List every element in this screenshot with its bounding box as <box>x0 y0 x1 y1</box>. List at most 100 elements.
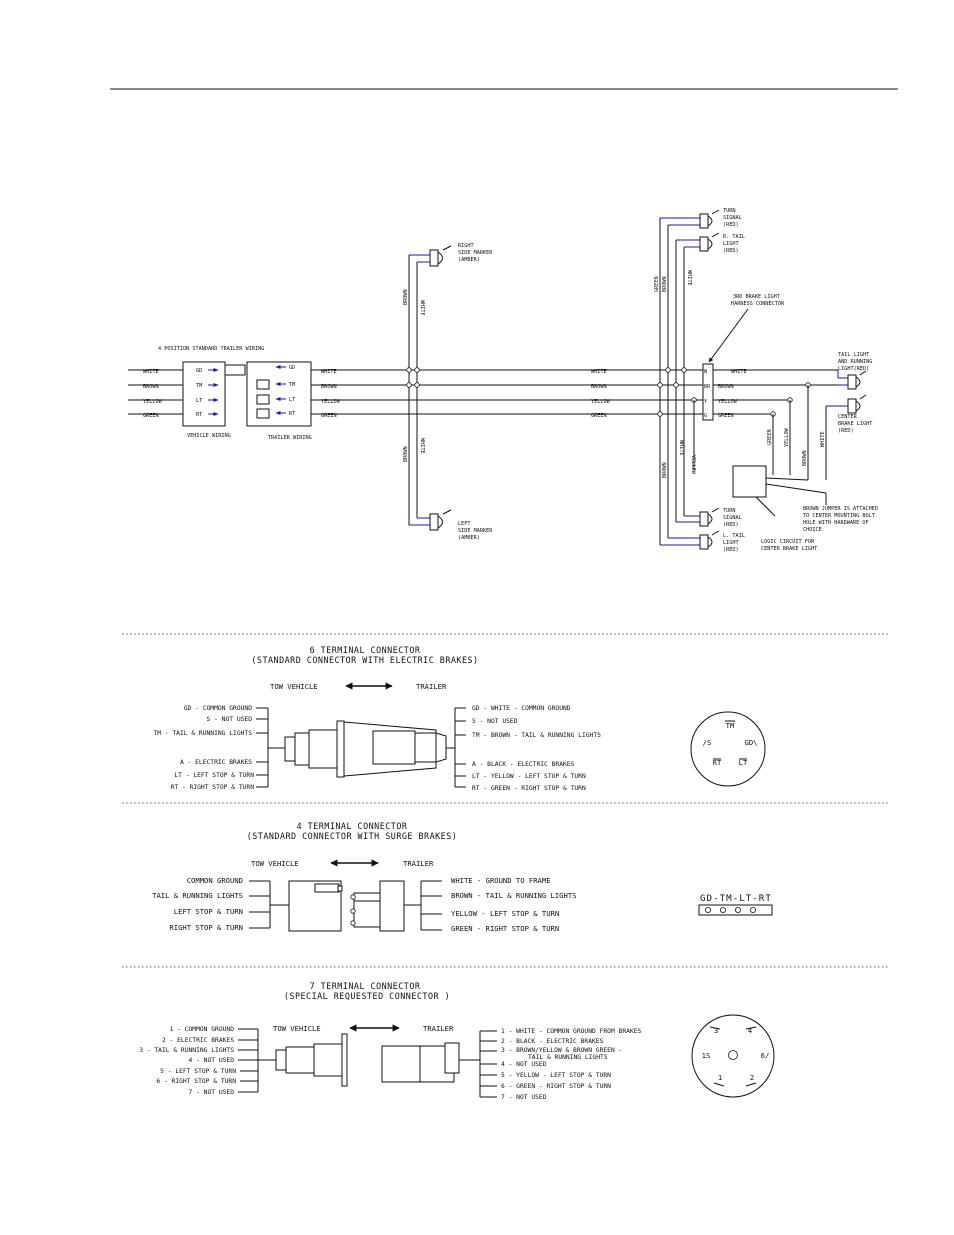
pin-label: 2 - ELECTRIC BRAKES <box>162 1037 234 1044</box>
tow-vehicle-label: TOW VEHICLE <box>270 682 318 691</box>
pin-label: S - NOT USED <box>207 716 253 723</box>
main-harness: WHITE BROWN YELLOW GREEN WHITE BROWN YEL… <box>311 369 703 419</box>
pin-label: BROWN - TAIL & RUNNING LIGHTS <box>451 891 577 900</box>
trailer-pin-label: GD <box>289 365 295 371</box>
pin-label: 6 - GREEN - RIGHT STOP & TURN <box>501 1083 611 1090</box>
harness-pin-label: Y <box>704 399 708 405</box>
lamp-label: LIGHT(RED) <box>838 366 869 372</box>
pin-label: 4 - NOT USED <box>189 1057 235 1064</box>
pin-label: LT - YELLOW - LEFT STOP & TURN <box>472 773 586 780</box>
four-pin-face: GD-TM-LT-RT <box>698 893 773 916</box>
lamp-label: (RED) <box>838 428 854 434</box>
face-pin: 6/ <box>761 1051 770 1060</box>
face-pin: TM <box>726 721 735 730</box>
face-pin: 1S <box>702 1051 711 1060</box>
branch-wire-label: BROWN <box>403 446 409 462</box>
harness-wire-label: GREEN <box>591 413 607 419</box>
pin-label: GD - WHITE - COMMON GROUND <box>472 705 571 712</box>
harness-out-label: YELLOW <box>718 399 738 405</box>
logic-circuit-box <box>732 465 767 498</box>
vehicle-pin-label: TM <box>196 383 202 389</box>
pin-label: S - NOT USED <box>472 718 518 725</box>
lamp-icon <box>699 232 720 252</box>
branch-wire-label: WHITE <box>419 300 425 316</box>
third-brake-harness: W BR Y G 3RD BRAKE LIGHT HARNESS CONNECT… <box>702 294 878 552</box>
lamp-label: (RED) <box>723 547 739 553</box>
pin-label: 7 - NOT USED <box>501 1094 547 1101</box>
vehicle-connector: GD TM LT RT VEHICLE WIRING <box>182 361 246 439</box>
four-terminal-section: 4 TERMINAL CONNECTOR (STANDARD CONNECTOR… <box>152 821 773 933</box>
branch-wire-label: WHITE <box>678 440 684 456</box>
lamp-icon <box>699 507 720 527</box>
trailer-wiring-schematic: 4 POSITION STANDARD TRAILER WIRING WHITE… <box>128 208 878 553</box>
harness-wire-label: YELLOW <box>591 399 611 405</box>
branch-wire-label: WHITE <box>419 438 425 454</box>
trailer-side-leads <box>420 880 442 931</box>
pin-label: WHITE - GROUND TO FRAME <box>451 876 551 885</box>
pin-label: 1 - WHITE - COMMON GROUND FROM BRAKES <box>501 1028 641 1035</box>
harness-out-label: WHITE <box>731 369 747 375</box>
trailer-socket <box>343 721 455 777</box>
lamp-label: CENTER <box>838 414 858 420</box>
side-marker-branches: BROWN WHITE BROWN WHITE RIGHT SIDE MARKE… <box>403 243 493 541</box>
vehicle-lead-label: YELLOW <box>143 399 163 405</box>
trailer-socket <box>350 880 421 932</box>
harness-label: HARNESS CONNECTOR <box>731 301 785 307</box>
lamp-label: RIGHT <box>458 243 474 249</box>
trailer-pin-label: TM <box>289 382 295 388</box>
face-pin: GD\ <box>745 738 758 747</box>
harness-wire-label: YELLOW <box>321 399 341 405</box>
face-pin: 2 <box>750 1073 754 1082</box>
seven-pin-face: 3 4 1S 6/ 1 2 <box>691 1014 775 1098</box>
trailer-pin-label: RT <box>289 411 295 417</box>
logic-circuit-label: CENTER BRAKE LIGHT <box>761 546 817 552</box>
pin-label: YELLOW - LEFT STOP & TURN <box>451 909 559 918</box>
vehicle-lead-label: BROWN <box>143 384 159 390</box>
pin-label: 3 - TAIL & RUNNING LIGHTS <box>139 1047 234 1054</box>
trailer-wiring-label: TRAILER WIRING <box>268 435 312 441</box>
lamp-label: TURN <box>723 508 736 514</box>
pin-label: A - BLACK - ELECTRIC BRAKES <box>472 761 575 768</box>
section-title: 7 TERMINAL CONNECTOR <box>310 981 421 991</box>
lamp-label: (AMBER) <box>458 257 480 263</box>
section-title: 6 TERMINAL CONNECTOR <box>310 645 421 655</box>
face-pin: 1 <box>718 1073 722 1082</box>
lamp-label: (RED) <box>723 222 739 228</box>
face-pin: RT <box>713 758 722 767</box>
branch-wire-label: WHITE <box>820 431 826 447</box>
branch-wire-label: GREEN <box>654 276 660 292</box>
lamp-label: LIGHT <box>723 540 739 546</box>
branch-wire-label: YELLOW <box>690 455 696 475</box>
pin-label: RIGHT STOP & TURN <box>169 923 243 932</box>
trailer-side-leads <box>454 707 466 788</box>
vehicle-leads: WHITE BROWN YELLOW GREEN <box>128 369 183 419</box>
pin-label: LT - LEFT STOP & TURN <box>174 772 254 779</box>
branch-wire-label: BROWN <box>403 289 409 305</box>
harness-wire-label: WHITE <box>321 369 337 375</box>
tow-plug <box>288 880 343 932</box>
pin-label: RT - RIGHT STOP & TURN <box>171 784 255 791</box>
trailer-label: TRAILER <box>416 682 447 691</box>
pin-label: TM - BROWN - TAIL & RUNNING LIGHTS <box>472 732 601 739</box>
lamp-label: SIGNAL <box>723 215 742 221</box>
lamp-label: R. TAIL <box>723 234 745 240</box>
harness-wire-label: BROWN <box>321 384 337 390</box>
lamp-label: (AMBER) <box>458 535 480 541</box>
lamp-icon <box>699 209 720 229</box>
harness-wire-label: WHITE <box>591 369 607 375</box>
pin-label: TAIL & RUNNING LIGHTS <box>528 1054 608 1061</box>
harness-pin-label: G <box>704 413 707 419</box>
tow-plug <box>275 1033 348 1087</box>
lamp-label: SIDE MARKER <box>458 250 493 256</box>
tow-side-leads <box>249 880 289 929</box>
pin-label: COMMON GROUND <box>187 876 243 885</box>
lamp-label: SIDE MARKER <box>458 528 493 534</box>
lamp-label: AND RUNNING <box>838 359 872 365</box>
pin-label: 5 - YELLOW - LEFT STOP & TURN <box>501 1072 611 1079</box>
trailer-label: TRAILER <box>423 1024 454 1033</box>
lamp-label: TURN <box>723 208 736 214</box>
harness-wire-label: GREEN <box>321 413 337 419</box>
vehicle-lead-label: WHITE <box>143 369 159 375</box>
lamp-label: SIGNAL <box>723 515 742 521</box>
